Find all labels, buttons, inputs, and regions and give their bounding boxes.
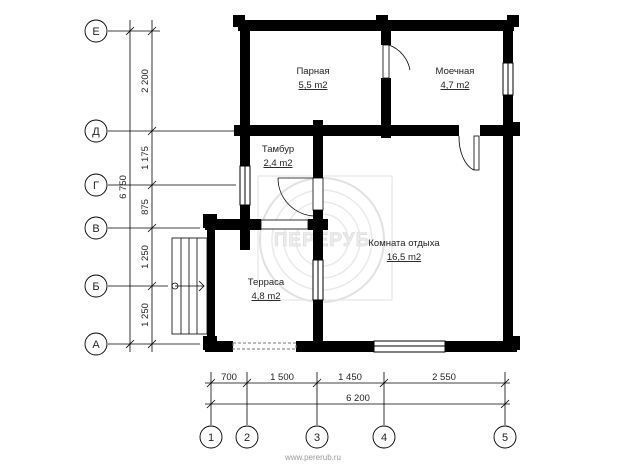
wall-bottom-right <box>445 341 517 352</box>
row-axes: Е Д Г В Б А <box>84 19 108 356</box>
room-parnaya-name: Парная <box>296 66 329 77</box>
dim-vertical-total: 6 750 <box>118 175 129 199</box>
dim-horizontal-seg-2: 1 500 <box>270 372 294 383</box>
log-terrace-top-left <box>203 214 217 228</box>
wall-left-tambur <box>240 136 250 166</box>
wall-bottom-left <box>205 341 233 352</box>
wall-d-line-right <box>480 125 516 136</box>
wall-tambur-bottom <box>205 219 261 230</box>
axis-col-3: 3 <box>314 432 320 444</box>
dim-horizontal-seg-4: 2 550 <box>432 372 456 383</box>
wall-right-top <box>503 25 513 63</box>
wall-partition-sauna-lower <box>381 78 391 138</box>
axis-row-d: Д <box>92 126 100 138</box>
axis-col-5: 5 <box>502 432 508 444</box>
axis-row-v: В <box>92 223 99 235</box>
wall-d-line-left <box>234 125 459 136</box>
walls <box>203 15 520 352</box>
axis-row-g: Г <box>93 180 99 192</box>
wall-top-log-mid <box>376 15 388 27</box>
wall-bottom-mid <box>296 341 374 352</box>
vertical-dimensions <box>108 20 236 352</box>
door-parnaya-leaf <box>382 44 390 79</box>
column-axes: 1 2 3 4 5 <box>199 425 517 449</box>
room-terrasa-area: 4,8 m2 <box>251 291 280 302</box>
doors <box>260 44 480 230</box>
door-tambur-swing <box>277 177 317 217</box>
dim-vertical-seg-1: 2 200 <box>140 69 151 93</box>
door-komnata-swing <box>458 135 475 171</box>
dim-horizontal-seg-1: 700 <box>221 372 237 383</box>
dim-horizontal-seg-3: 1 450 <box>338 372 362 383</box>
door-terrace-leaf <box>260 219 309 230</box>
terrace-post-left <box>207 228 215 338</box>
door-parnaya-swing <box>388 44 411 71</box>
vertical-dimension-labels: 6 750 2 200 1 175 875 1 250 1 250 <box>118 69 151 327</box>
wall-terrace-right <box>313 210 323 260</box>
axis-col-4: 4 <box>381 432 387 444</box>
room-komnata-name: Комната отдыха <box>368 238 440 249</box>
log-bottom-right <box>508 336 520 350</box>
dim-vertical-seg-5: 1 250 <box>140 303 151 327</box>
wall-right-mid <box>503 95 513 352</box>
axis-col-1: 1 <box>208 432 214 444</box>
room-moechnaya-name: Моечная <box>436 66 475 77</box>
wall-partition-sauna <box>381 25 391 45</box>
watermark-site: www.pererub.ru <box>284 453 341 462</box>
room-komnata-area: 16,5 m2 <box>387 252 421 263</box>
wall-terrace-right-low <box>313 300 323 348</box>
room-tambur-name: Тамбур <box>262 144 294 155</box>
room-labels: Парная 5,5 m2 Моечная 4,7 m2 Тамбур 2,4 … <box>248 66 475 302</box>
axis-col-2: 2 <box>244 432 250 444</box>
wall-left-tambur-low <box>240 205 250 235</box>
dim-vertical-seg-3: 875 <box>140 199 151 215</box>
room-moechnaya-area: 4,7 m2 <box>440 80 469 91</box>
horizontal-dimension-labels: 700 1 500 1 450 2 550 6 200 <box>221 372 456 404</box>
dim-vertical-seg-4: 1 250 <box>140 245 151 269</box>
room-tambur-area: 2,4 m2 <box>263 158 292 169</box>
door-komnata-leaf <box>473 135 480 171</box>
terrace-stairs <box>171 237 208 335</box>
log-d-right <box>508 122 520 136</box>
axis-row-e: Е <box>92 26 99 38</box>
horizontal-dimensions <box>205 372 510 425</box>
door-tambur-jamb <box>312 177 324 211</box>
dim-horizontal-total: 6 200 <box>346 393 370 404</box>
room-parnaya-area: 5,5 m2 <box>298 80 327 91</box>
wall-tambur-right <box>313 120 323 178</box>
room-terrasa-name: Терраса <box>248 277 285 288</box>
dim-vertical-seg-2: 1 175 <box>140 146 151 170</box>
axis-row-b: Б <box>92 281 99 293</box>
windows <box>232 62 514 353</box>
wall-top-log-right <box>507 15 519 27</box>
wall-top-log-left <box>233 15 245 27</box>
window-terrace-bottom <box>232 342 297 350</box>
axis-row-a: А <box>92 339 100 351</box>
